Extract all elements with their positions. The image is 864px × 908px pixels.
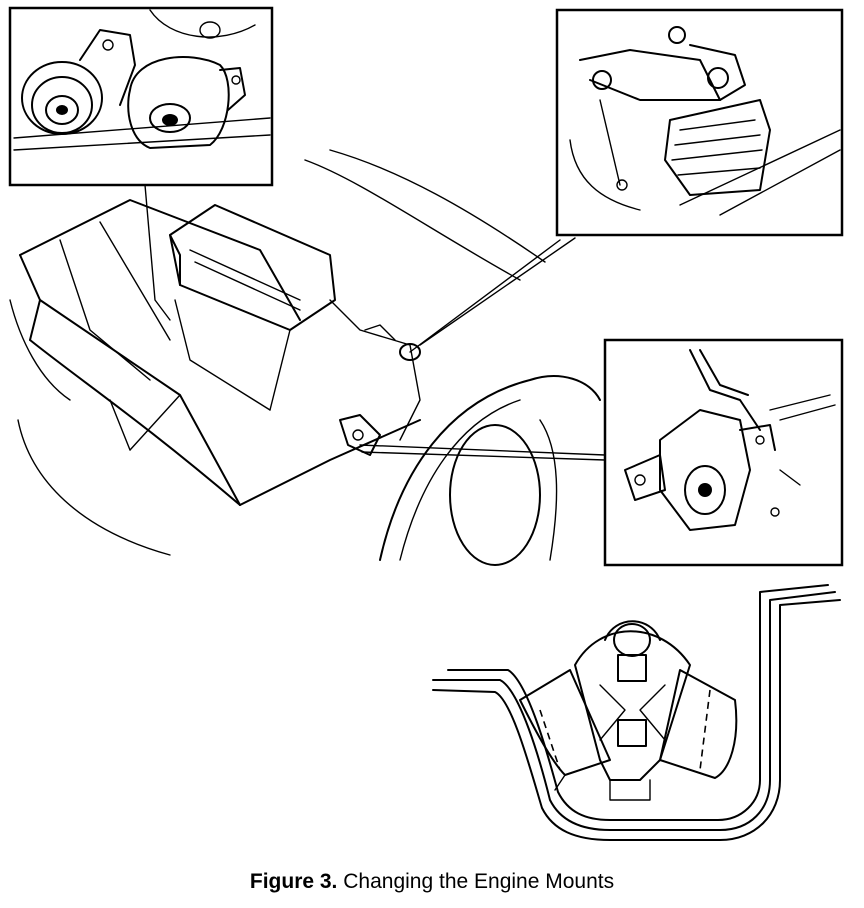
figure-title: Changing the Engine Mounts bbox=[343, 870, 615, 893]
inset-front-mount-detail bbox=[8, 6, 274, 187]
inset-side-mount-detail bbox=[603, 338, 844, 567]
engine-bay-illustration bbox=[9, 149, 606, 566]
inset-rear-mount-detail bbox=[555, 8, 844, 237]
figure-caption: Figure 3. Changing the Engine Mounts bbox=[0, 870, 864, 894]
engine-mount-bracket-detail bbox=[432, 584, 841, 841]
engine-mount-diagram bbox=[8, 6, 844, 841]
figure-number: Figure 3. bbox=[249, 870, 338, 893]
